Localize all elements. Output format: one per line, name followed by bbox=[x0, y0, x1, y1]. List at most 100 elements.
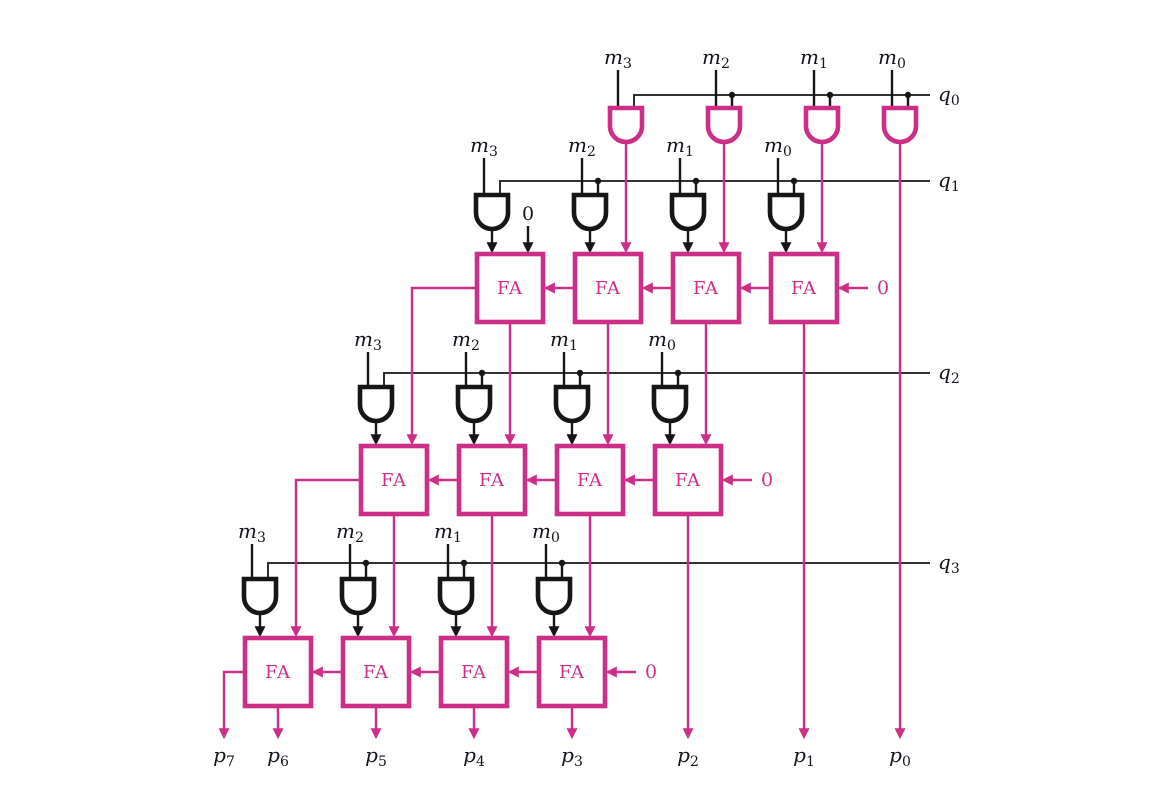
fa-row3-bit1-label: FA bbox=[461, 662, 487, 683]
fa-row1-bit1: FA bbox=[670, 251, 742, 325]
label-p4: p4 bbox=[463, 743, 485, 770]
fa-row3-bit2-label: FA bbox=[363, 662, 389, 683]
fa-row2-bit2: FA bbox=[456, 443, 528, 517]
fa-row1-bit0-label: FA bbox=[791, 278, 817, 299]
label-m2-row2: m2 bbox=[452, 327, 480, 354]
and-gate-q3-m3 bbox=[241, 576, 279, 616]
wires-layer bbox=[218, 70, 930, 740]
fa-row2-bit0-box bbox=[652, 443, 724, 517]
fa-row2-bit2-label: FA bbox=[479, 470, 505, 491]
fa-row1-bit0: FA bbox=[768, 251, 840, 325]
fa-row2-bit0: FA bbox=[652, 443, 724, 517]
fa-row1-bit2-label: FA bbox=[595, 278, 621, 299]
fa-row3-bit0-label: FA bbox=[559, 662, 585, 683]
and-gate-q2-m3 bbox=[357, 384, 395, 424]
fa-row1-bit2: FA bbox=[572, 251, 644, 325]
label-m1-row0: m1 bbox=[800, 45, 828, 72]
full-adders-layer: FA FA FA FA FA FA FA FA FA FA FA FA bbox=[242, 251, 840, 709]
and-gate-q1-m3 bbox=[473, 192, 511, 232]
junction-dot bbox=[558, 559, 566, 567]
fa-row2-bit0-label: FA bbox=[675, 470, 701, 491]
label-zero-carry-row3: 0 bbox=[645, 661, 657, 683]
label-m0-row3: m0 bbox=[532, 519, 560, 546]
and-gates-layer bbox=[241, 105, 919, 616]
label-q0: q0 bbox=[938, 82, 960, 109]
label-m1-row1: m1 bbox=[666, 133, 694, 160]
fa-row3-bit2: FA bbox=[340, 635, 412, 709]
label-p0: p0 bbox=[889, 743, 911, 770]
label-m0-row1: m0 bbox=[764, 133, 792, 160]
junction-dot bbox=[576, 369, 584, 377]
label-m3-row0: m3 bbox=[604, 45, 632, 72]
p7-wire bbox=[218, 670, 245, 740]
fa-row1-bit3: FA bbox=[474, 251, 546, 325]
fa-row3-bit0: FA bbox=[536, 635, 608, 709]
and-gate-q3-m0 bbox=[535, 576, 573, 616]
and-gate-q2-m0 bbox=[651, 384, 689, 424]
junction-dot bbox=[904, 91, 912, 99]
label-m1-row3: m1 bbox=[434, 519, 462, 546]
fa-row2-bit2-box bbox=[456, 443, 528, 517]
fa-row3-bit1-box bbox=[438, 635, 510, 709]
label-p5: p5 bbox=[365, 743, 387, 770]
label-p6: p6 bbox=[267, 743, 289, 770]
junction-dot bbox=[460, 559, 468, 567]
q1-bus bbox=[499, 180, 930, 197]
fa-row3-bit0-box bbox=[536, 635, 608, 709]
fa-row1-bit1-box bbox=[670, 251, 742, 325]
label-m3-row3: m3 bbox=[238, 519, 266, 546]
junction-dot bbox=[692, 177, 700, 185]
junction-dot bbox=[826, 91, 834, 99]
and-gate-q3-m2 bbox=[339, 576, 377, 616]
label-m3-row2: m3 bbox=[354, 327, 382, 354]
fa-row2-bit3: FA bbox=[358, 443, 430, 517]
and-gate-q3-m1 bbox=[437, 576, 475, 616]
fa-row3-bit3-label: FA bbox=[265, 662, 291, 683]
fa-row2-bit1: FA bbox=[554, 443, 626, 517]
fa-row1-bit1-label: FA bbox=[693, 278, 719, 299]
label-m0-row2: m0 bbox=[648, 327, 676, 354]
and-gate-q1-m2 bbox=[571, 192, 609, 232]
label-zero-carry-row2: 0 bbox=[761, 469, 773, 491]
label-p7: p7 bbox=[213, 743, 235, 770]
label-q1: q1 bbox=[938, 168, 960, 195]
and-gate-q0-m3 bbox=[607, 105, 645, 145]
fa-row2-bit1-box bbox=[554, 443, 626, 517]
and-gate-q1-m0 bbox=[767, 192, 805, 232]
fa-row3-bit1: FA bbox=[438, 635, 510, 709]
fa-row2-bit1-label: FA bbox=[577, 470, 603, 491]
label-m0-row0: m0 bbox=[878, 45, 906, 72]
label-q2: q2 bbox=[938, 360, 960, 387]
label-p2: p2 bbox=[677, 743, 699, 770]
label-m2-row0: m2 bbox=[702, 45, 730, 72]
junction-dots-layer bbox=[362, 91, 912, 567]
fa-row1-bit3-box bbox=[474, 251, 546, 325]
and-gate-q1-m1 bbox=[669, 192, 707, 232]
junction-dot bbox=[674, 369, 682, 377]
label-m1-row2: m1 bbox=[550, 327, 578, 354]
and-gate-q2-m1 bbox=[553, 384, 591, 424]
label-zero-row1-left: 0 bbox=[522, 203, 534, 225]
and-gate-q0-m0 bbox=[881, 105, 919, 145]
fa-row3-bit2-box bbox=[340, 635, 412, 709]
label-m3-row1: m3 bbox=[470, 133, 498, 160]
carry-out-wire bbox=[290, 478, 361, 638]
and-gate-q0-m2 bbox=[705, 105, 743, 145]
fa-row1-bit3-label: FA bbox=[497, 278, 523, 299]
q3-bus bbox=[267, 562, 930, 581]
fa-row1-bit0-box bbox=[768, 251, 840, 325]
junction-dot bbox=[728, 91, 736, 99]
fa-row2-bit3-label: FA bbox=[381, 470, 407, 491]
fa-row3-bit3-box bbox=[242, 635, 314, 709]
label-p1: p1 bbox=[793, 743, 815, 770]
carry-out-wire bbox=[406, 286, 477, 446]
label-q3: q3 bbox=[938, 550, 960, 577]
label-zero-carry-row1: 0 bbox=[877, 277, 889, 299]
q2-bus bbox=[383, 372, 930, 389]
fa-row1-bit2-box bbox=[572, 251, 644, 325]
fa-row3-bit3: FA bbox=[242, 635, 314, 709]
label-m2-row3: m2 bbox=[336, 519, 364, 546]
